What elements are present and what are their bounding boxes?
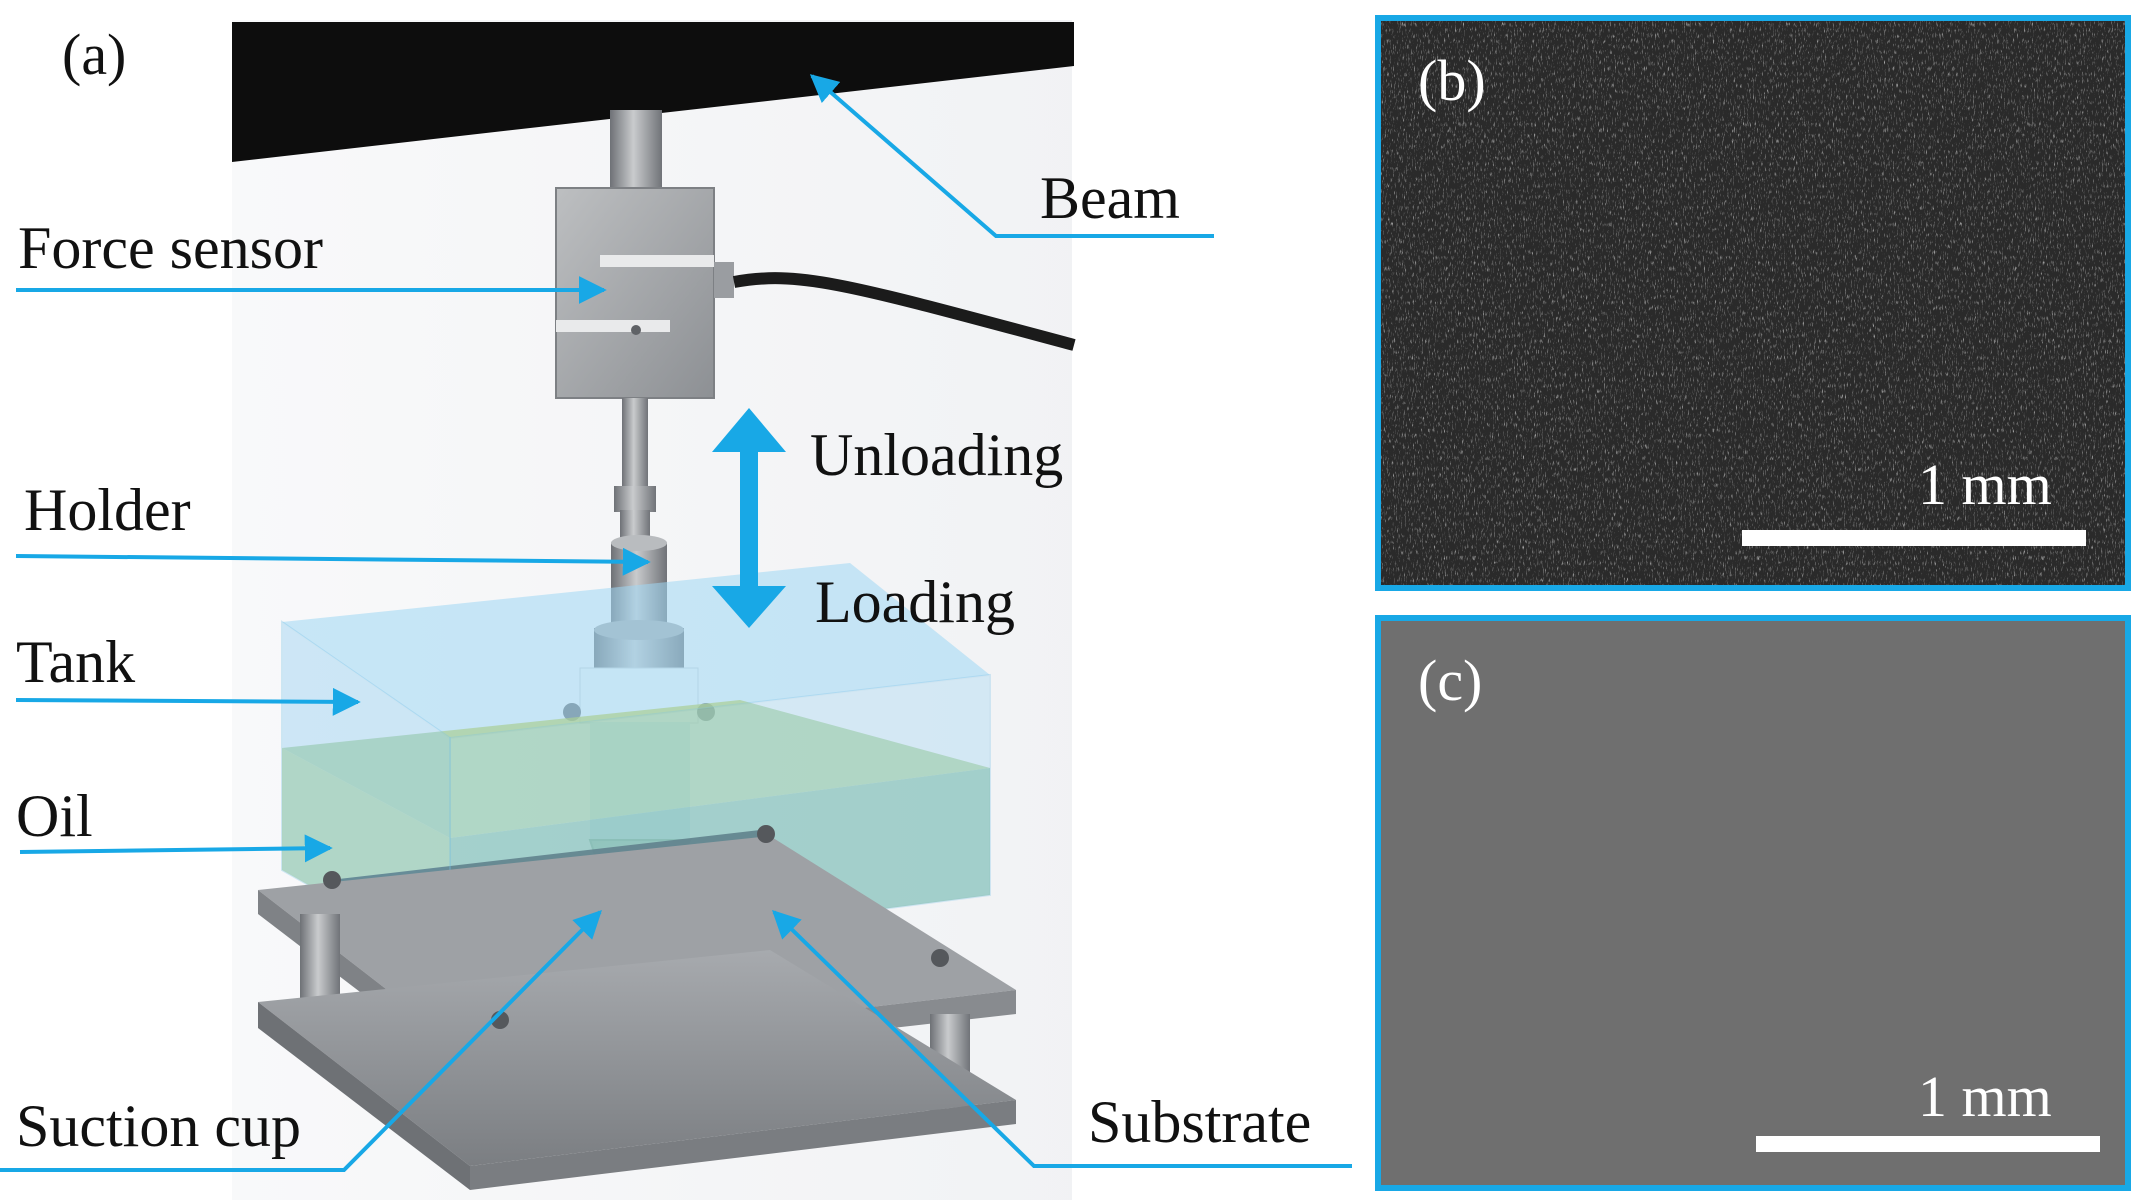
load-arrow (712, 408, 786, 628)
micrograph-b-texture (1378, 18, 2128, 588)
micrograph-c (1378, 618, 2128, 1188)
label-beam: Beam (1040, 165, 1180, 231)
holder-stem (622, 398, 648, 488)
label-unloading: Unloading (810, 422, 1063, 488)
panel-c-frame (1375, 615, 2131, 1191)
tank-back (282, 563, 990, 738)
panel-label-b: (b) (1418, 48, 1486, 113)
label-suction-cup: Suction cup (16, 1093, 301, 1159)
leader-beam (809, 74, 1214, 238)
label-loading: Loading (815, 569, 1015, 635)
scale-bar-label-b: 1 mm (1918, 452, 2052, 517)
leader-oil (19, 834, 333, 863)
scale-bar-label-c: 1 mm (1918, 1064, 2052, 1129)
label-force-sensor: Force sensor (18, 215, 323, 281)
leader-substrate (771, 910, 1352, 1168)
leader-suction-cup (0, 910, 602, 1172)
panel-c: (c) 1 mm (1375, 615, 2131, 1191)
label-substrate: Substrate (1088, 1089, 1311, 1155)
scale-bar-b (1742, 530, 2086, 546)
beam-rod (610, 110, 662, 200)
force-sensor-body (555, 187, 734, 399)
beam (232, 22, 1074, 162)
label-holder: Holder (24, 477, 191, 543)
panel-b-frame (1375, 15, 2131, 591)
panel-b: (b) 1 mm (1375, 15, 2131, 591)
panel-label-c: (c) (1418, 648, 1482, 713)
leader-lines (0, 74, 1352, 1172)
scale-bar-c (1756, 1136, 2100, 1152)
label-oil: Oil (16, 783, 93, 849)
leader-tank (15, 687, 361, 716)
panel-label-a: (a) (62, 22, 126, 87)
leader-holder (15, 547, 651, 576)
label-tank: Tank (16, 629, 135, 695)
oil-layer (282, 700, 990, 838)
base-plate-bottom (258, 950, 1016, 1166)
sensor-cable (732, 272, 1076, 351)
panel-a: (a) Beam Force sensor Holder Tank Oil Su… (0, 20, 1352, 1200)
